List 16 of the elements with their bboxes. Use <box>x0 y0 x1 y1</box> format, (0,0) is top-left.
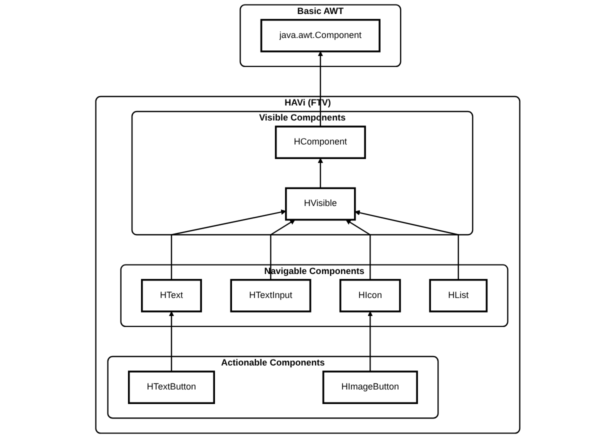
node-box: java.awt.Component <box>260 18 380 52</box>
node-box: HText <box>140 278 202 312</box>
arrow <box>354 210 459 280</box>
arrow <box>345 220 370 280</box>
arrow <box>318 51 323 127</box>
arrow <box>170 209 286 280</box>
node-box: HImageButton <box>322 370 418 404</box>
node-box: HTextButton <box>128 370 215 404</box>
node-box: HIcon <box>339 278 401 312</box>
node-box: HTextInput <box>230 278 311 312</box>
node-box: HList <box>428 278 488 312</box>
arrow <box>318 158 323 188</box>
node-box: HVisible <box>284 187 356 221</box>
arrow <box>367 311 373 372</box>
arrow <box>168 311 174 372</box>
node-box: HComponent <box>274 126 366 160</box>
